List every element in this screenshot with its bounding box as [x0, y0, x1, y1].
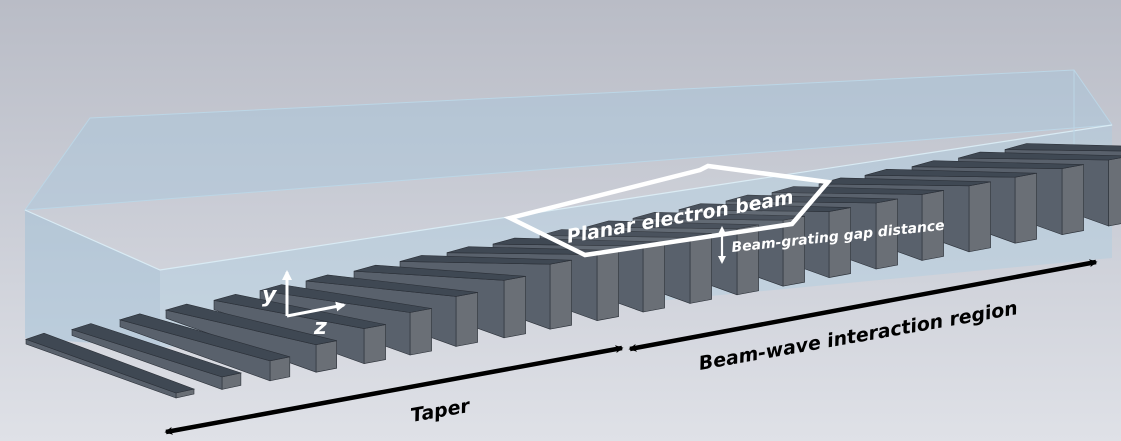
bar-top-face	[164, 303, 337, 346]
taper-arrow	[164, 345, 624, 435]
bar-end-face	[1014, 172, 1037, 244]
bar-end-face	[315, 340, 338, 373]
box-edges	[24, 124, 1113, 271]
bar-top-face	[399, 255, 572, 265]
bar-end-face	[736, 224, 759, 296]
bar-top-face	[305, 274, 478, 297]
interaction-region-arrow	[628, 259, 1098, 352]
box-left-face	[25, 210, 160, 348]
bar-end-face	[1061, 164, 1084, 235]
bar-top-face	[539, 229, 712, 238]
interaction-region-label: Beam-wave interaction region	[697, 297, 1019, 375]
bar-top-face	[213, 294, 386, 329]
bar-top-face	[632, 211, 805, 221]
bar-end-face	[363, 324, 386, 364]
axes-indicator: y z	[262, 270, 346, 340]
bar-top-face	[678, 203, 851, 212]
bar-end-face	[455, 292, 478, 347]
bar-top-face	[818, 177, 991, 187]
grating-bars	[25, 143, 1121, 399]
bar-top-face	[1004, 143, 1121, 152]
z-axis-label: z	[313, 315, 327, 340]
bar-top-face	[958, 151, 1121, 161]
bar-end-face	[596, 250, 619, 321]
bar-top-face	[259, 284, 432, 313]
bar-top-face	[911, 160, 1084, 169]
bar-end-face	[1108, 157, 1121, 227]
taper-label: Taper	[409, 395, 473, 427]
bar-top-face	[586, 220, 759, 230]
bar-end-face	[689, 233, 712, 304]
z-axis-arrow	[286, 301, 346, 318]
bar-end-face	[968, 181, 991, 253]
bar-end-face	[549, 259, 572, 330]
beam-arrow-outline	[503, 163, 833, 258]
bar-end-face	[503, 275, 526, 339]
bar-top-face	[864, 168, 1037, 178]
bar-top-face	[771, 186, 944, 195]
bar-top-face	[353, 264, 526, 281]
bar-end-face	[409, 308, 432, 356]
y-axis-label: y	[262, 283, 278, 308]
bar-end-face	[642, 241, 665, 313]
